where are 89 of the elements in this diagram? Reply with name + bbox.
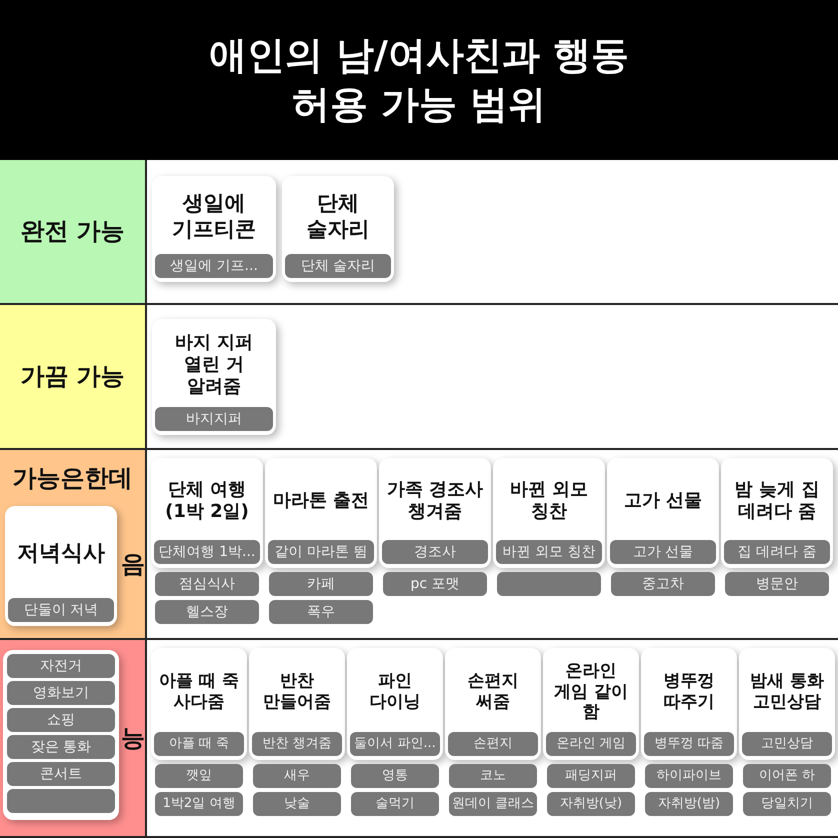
item-tag: 고가 선물 <box>610 540 716 564</box>
card-title: 손편지 써줌 <box>466 671 520 713</box>
item-tag: 고민상담 <box>742 732 832 756</box>
item-tag: 1박2일 여행 <box>155 792 243 816</box>
item-tag: pc 포맷 <box>383 572 487 596</box>
card-title: 밤새 통화 고민상담 <box>749 671 825 713</box>
item-card <box>152 319 276 435</box>
card-title: 바뀐 외모 칭찬 <box>508 479 590 523</box>
item-tag: 콘서트 <box>7 762 115 786</box>
card-title: 병뚜껑 따주기 <box>662 671 716 713</box>
card-title: 반찬 만들어줌 <box>262 671 332 713</box>
item-card <box>152 176 276 282</box>
tier-row <box>0 640 838 838</box>
item-tag: 자취방(낮) <box>547 792 635 816</box>
item-tag: 원데이 클래스 <box>449 792 537 816</box>
card-title: 마라톤 출전 <box>272 490 370 512</box>
item-card <box>282 176 394 282</box>
tier-row <box>0 450 838 640</box>
item-tag: 같이 마라톤 뜀 <box>268 540 374 564</box>
item-card <box>151 458 263 568</box>
item-tag: 단체여행 1박... <box>154 540 260 564</box>
card-title: 단체 여행 (1박 2일) <box>164 479 250 523</box>
item-card <box>543 648 639 760</box>
card-title: 고가 선물 <box>624 490 702 512</box>
item-tag: 헬스장 <box>155 600 259 624</box>
item-tag: 폭우 <box>269 600 373 624</box>
item-tag: 당일치기 <box>743 792 831 816</box>
tier-label: 능 <box>121 724 145 753</box>
tier-label: 가능은한데 <box>12 464 134 493</box>
item-card <box>641 648 737 760</box>
item-tag: 집 데려다 줌 <box>724 540 830 564</box>
item-tag: 하이파이브 <box>645 764 733 788</box>
item-tag: 생일에 기프... <box>155 254 273 278</box>
item-tag: 깻잎 <box>155 764 243 788</box>
card-title: 생일에 기프티콘 <box>171 191 257 243</box>
item-tag: 병뚜껑 따줌 <box>644 732 734 756</box>
item-tag: 아플 때 죽 <box>154 732 244 756</box>
tier-row <box>0 305 838 450</box>
item-card <box>249 648 345 760</box>
item-tag: 온라인 게임 <box>546 732 636 756</box>
card-title: 저녁식사 <box>17 540 105 568</box>
item-tag: 패딩지퍼 <box>547 764 635 788</box>
item-card <box>265 458 377 568</box>
tier-label: 완전 가능 <box>20 217 125 246</box>
item-tag: 둘이서 파인... <box>350 732 440 756</box>
card-title: 밤 늦게 집 데려다 줌 <box>734 479 820 523</box>
item-tag: 술먹기 <box>351 792 439 816</box>
item-tag: 영통 <box>351 764 439 788</box>
item-card <box>607 458 719 568</box>
item-tag: 쇼핑 <box>7 708 115 732</box>
item-tag: 자전거 <box>7 654 115 678</box>
item-tag: 코노 <box>449 764 537 788</box>
item-tag: 영화보기 <box>7 681 115 705</box>
item-tag: 점심식사 <box>155 572 259 596</box>
card-title: 파인 다이닝 <box>368 671 422 713</box>
item-tag: 새우 <box>253 764 341 788</box>
item-tag: 단체 술자리 <box>285 254 391 278</box>
item-tag: 이어폰 하 <box>743 764 831 788</box>
item-tag: 반찬 챙겨줌 <box>252 732 342 756</box>
item-tag: 단둘이 저녁 <box>8 598 114 622</box>
item-card <box>721 458 833 568</box>
item-card <box>347 648 443 760</box>
item-tag: 자취방(밤) <box>645 792 733 816</box>
item-card <box>5 506 117 626</box>
blank-tag <box>7 789 115 813</box>
blank-tag <box>497 572 601 596</box>
item-card <box>739 648 835 760</box>
card-title: 온라인 게임 같이 함 <box>553 660 629 724</box>
tier-row <box>0 160 838 305</box>
item-tag: 손편지 <box>448 732 538 756</box>
item-tag: 낮술 <box>253 792 341 816</box>
tier-label: 음 <box>121 550 145 579</box>
item-tag: 경조사 <box>382 540 488 564</box>
item-tag: 중고차 <box>611 572 715 596</box>
item-tag: 바뀐 외모 칭찬 <box>496 540 602 564</box>
item-card <box>493 458 605 568</box>
item-tag: 바지지퍼 <box>155 406 273 431</box>
item-tag: 병문안 <box>725 572 829 596</box>
item-tag: 잦은 통화 <box>7 735 115 759</box>
item-card <box>379 458 491 568</box>
item-card <box>445 648 541 760</box>
tier-label: 가끔 가능 <box>20 362 125 391</box>
card-title: 가족 경조사 챙겨줌 <box>386 479 484 523</box>
card-title: 아플 때 죽 사다줌 <box>158 671 240 713</box>
item-card <box>151 648 247 760</box>
title: 애인의 남/여사친과 행동 허용 가능 범위 <box>208 32 630 128</box>
item-tag: 카페 <box>269 572 373 596</box>
card-title: 바지 지퍼 열린 거 알려줌 <box>174 332 254 398</box>
card-title: 단체 술자리 <box>306 191 370 243</box>
